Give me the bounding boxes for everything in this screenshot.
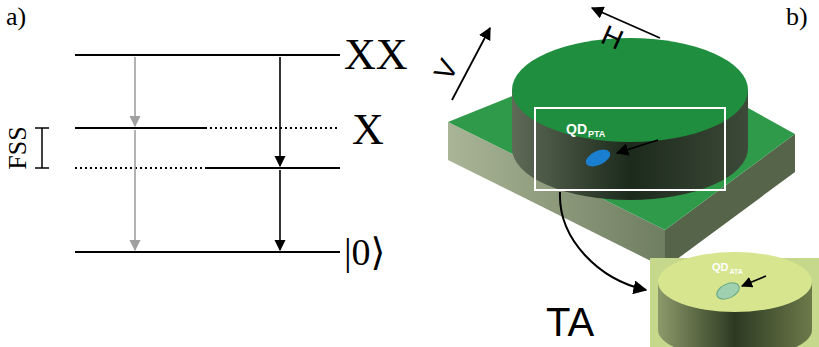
transition-arrows [135,57,280,250]
level-label: XX [344,33,408,77]
axis-label: V [429,55,462,85]
fss-bracket [35,128,49,168]
anneal-arrow [560,192,646,290]
dot-pointer [617,140,658,153]
dot-label: QD [712,262,729,273]
v-axis-arrow [452,28,490,100]
quantum-dot-annealed [714,280,742,303]
energy-levels [75,55,340,252]
panel-label: b) [786,4,808,30]
level-label: X [352,108,384,152]
panel-label: a) [6,4,26,30]
mesa-pillar [512,38,748,200]
level-label: |0⟩ [344,233,385,271]
inset-mesa [658,252,812,347]
dot-label: QD [566,122,587,136]
dot-label-subscript: PTA [588,130,605,139]
dot-label-subscript: ATA [730,268,743,275]
splitting-label: FSS [5,126,31,169]
dot-pointer [742,276,766,286]
quantum-dot [583,146,612,170]
process-label: TA [546,302,594,342]
zoom-frame [535,108,725,190]
